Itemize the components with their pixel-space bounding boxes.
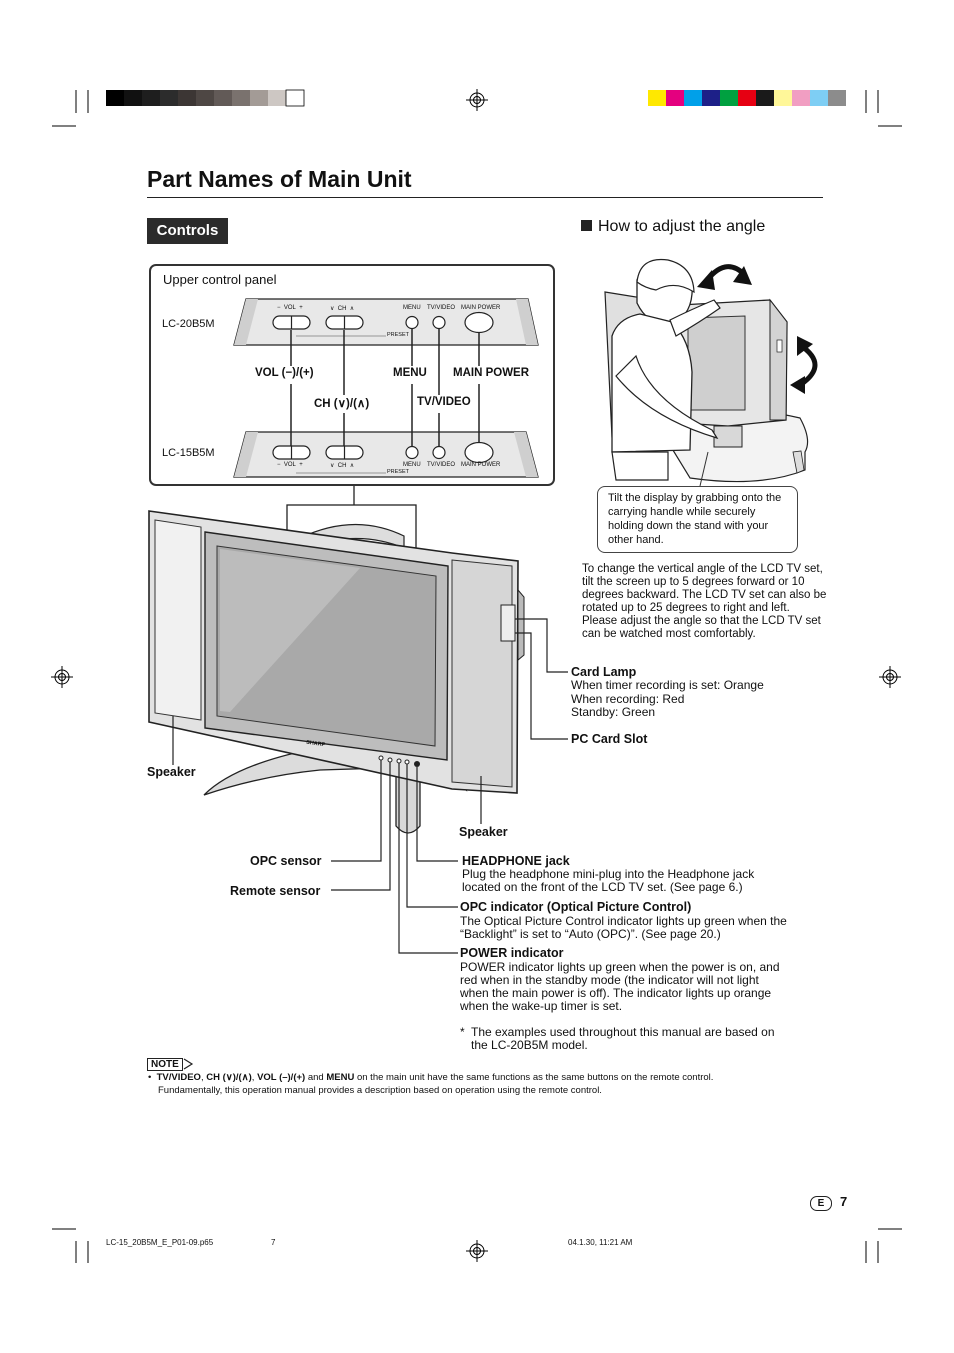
model-label-20: LC-20B5M bbox=[162, 318, 215, 330]
opc-indicator-title: OPC indicator (Optical Picture Control) bbox=[460, 900, 692, 914]
note-line-2: Fundamentally, this operation manual pro… bbox=[158, 1085, 602, 1096]
headphone-title: HEADPHONE jack bbox=[462, 854, 570, 868]
panel-b-menu-text: MENU bbox=[403, 462, 421, 468]
footnote-line-1: The examples used throughout this manual… bbox=[471, 1025, 775, 1039]
tilt-callout: Tilt the display by grabbing onto the ca… bbox=[597, 486, 798, 553]
opc-indicator-line-1: The Optical Picture Control indicator li… bbox=[460, 914, 787, 928]
print-footer-date: 04.1.30, 11:21 AM bbox=[568, 1238, 633, 1247]
language-badge: E bbox=[810, 1196, 832, 1211]
speaker-left-label: Speaker bbox=[147, 765, 196, 779]
speaker-right-label: Speaker bbox=[459, 825, 508, 839]
label-menu: MENU bbox=[393, 367, 427, 379]
panel-caption: Upper control panel bbox=[163, 272, 277, 287]
panel-b-ch-text: ∨ CH ∧ bbox=[330, 463, 355, 469]
card-lamp-line-3: Standby: Green bbox=[571, 705, 656, 719]
panel-a-tvvideo-text: TV/VIDEO bbox=[427, 305, 456, 311]
card-lamp-line-1: When timer recording is set: Orange bbox=[571, 678, 764, 692]
panel-a-preset-text: PRESET bbox=[387, 332, 410, 338]
angle-heading: How to adjust the angle bbox=[581, 218, 765, 236]
headphone-line-2: located on the front of the LCD TV set. … bbox=[462, 880, 743, 894]
opc-indicator-line-2: “Backlight” is set to “Auto (OPC)”. (See… bbox=[460, 927, 721, 941]
model-label-15: LC-15B5M bbox=[162, 447, 215, 459]
footnote-star: * bbox=[460, 1025, 465, 1039]
title-rule bbox=[147, 197, 823, 198]
opc-sensor-label: OPC sensor bbox=[250, 854, 322, 868]
panel-b-mainpower-text: MAIN POWER bbox=[461, 462, 501, 468]
footnote-line-2: the LC-20B5M model. bbox=[471, 1038, 588, 1052]
panel-b-vol-text: − VOL + bbox=[277, 462, 303, 468]
panel-a-ch-text: ∨ CH ∧ bbox=[330, 306, 355, 312]
power-indicator-line-4: when the wake-up timer is set. bbox=[460, 999, 623, 1013]
square-bullet-icon bbox=[581, 220, 592, 231]
panel-b-preset-text: PRESET bbox=[387, 469, 410, 475]
upper-control-panel-frame bbox=[149, 264, 555, 486]
power-indicator-title: POWER indicator bbox=[460, 946, 564, 960]
angle-paragraph: To change the vertical angle of the LCD … bbox=[582, 563, 827, 640]
label-mainpower: MAIN POWER bbox=[453, 367, 530, 379]
page-title: Part Names of Main Unit bbox=[147, 166, 412, 192]
note-line-1: • TV/VIDEO, CH (∨)/(∧), VOL (–)/(+) and … bbox=[148, 1072, 714, 1083]
panel-a-mainpower-text: MAIN POWER bbox=[461, 305, 501, 311]
remote-sensor-label: Remote sensor bbox=[230, 884, 321, 898]
panel-a-vol-text: − VOL + bbox=[277, 305, 303, 311]
label-tvvideo: TV/VIDEO bbox=[417, 396, 471, 408]
panel-b-tvvideo-text: TV/VIDEO bbox=[427, 462, 456, 468]
label-vol: VOL (−)/(+) bbox=[255, 367, 314, 379]
page-number: 7 bbox=[840, 1194, 848, 1209]
card-lamp-title: Card Lamp bbox=[571, 665, 637, 679]
note-label: NOTE bbox=[147, 1058, 183, 1071]
headphone-line-1: Plug the headphone mini-plug into the He… bbox=[462, 867, 755, 881]
panel-a-menu-text: MENU bbox=[403, 305, 421, 311]
label-ch: CH (∨)/(∧) bbox=[314, 398, 370, 410]
power-indicator-line-2: red when in the standby mode (the indica… bbox=[460, 973, 759, 987]
print-footer-file: LC-15_20B5M_E_P01-09.p65 bbox=[106, 1238, 214, 1247]
section-badge: Controls bbox=[147, 218, 228, 244]
print-footer-page: 7 bbox=[271, 1238, 276, 1247]
power-indicator-line-1: POWER indicator lights up green when the… bbox=[460, 960, 780, 974]
power-indicator-line-3: when the main power is off). The indicat… bbox=[460, 986, 772, 1000]
card-lamp-line-2: When recording: Red bbox=[571, 692, 685, 706]
pc-card-slot-label: PC Card Slot bbox=[571, 732, 648, 746]
